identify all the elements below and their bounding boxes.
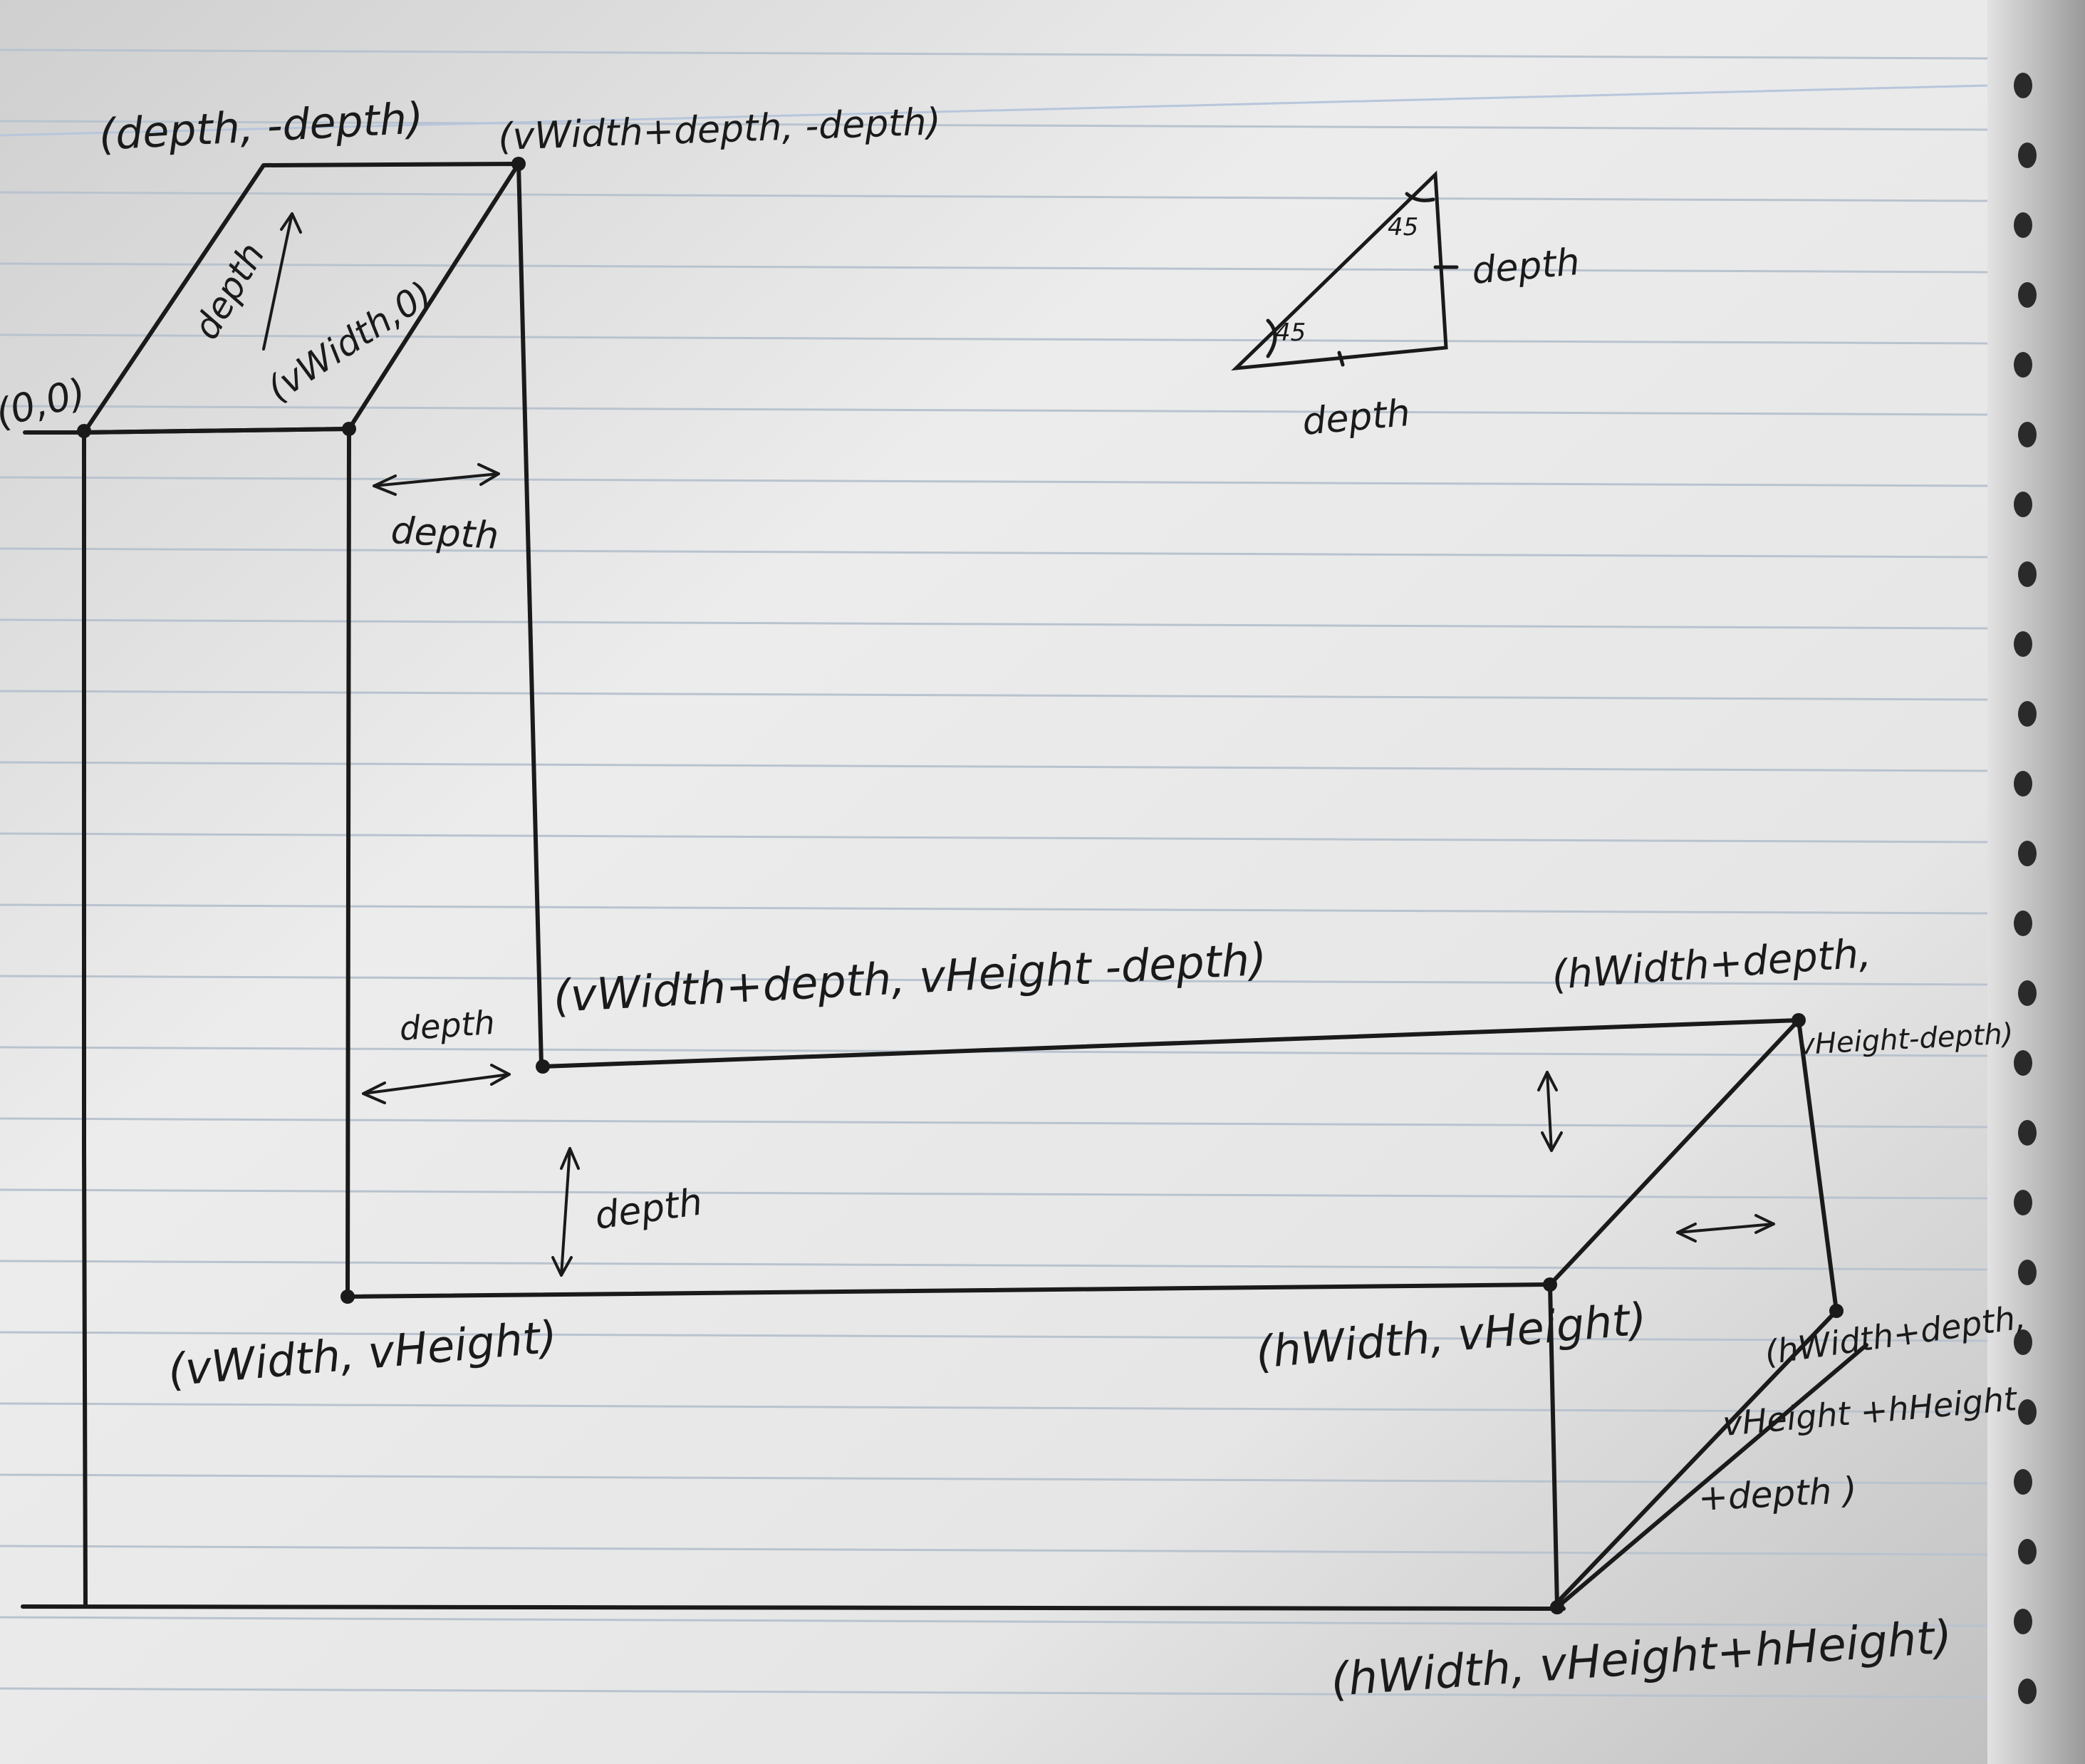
arrow-hz-vertical [1537, 1071, 1563, 1152]
vertical-inner-edge [345, 427, 351, 1299]
arrow-depth-top [373, 463, 500, 496]
arrow-depth-diagonal [262, 212, 302, 351]
label-depth-mid: depth [398, 1003, 496, 1048]
ruled-line [0, 476, 1988, 487]
ruled-line [0, 903, 1988, 915]
vertical-front-top [82, 427, 351, 435]
ruled-line [0, 333, 1988, 345]
spiral-hole [2014, 910, 2032, 936]
ruled-line [0, 1545, 1988, 1556]
ruled-line [0, 120, 1988, 131]
spiral-hole [2014, 631, 2032, 657]
label-triangle-angle-left: 45 [1275, 318, 1306, 347]
label-depth-top-arrow: depth [390, 509, 499, 558]
label-triangle-side-right: depth [1470, 241, 1581, 293]
ruled-line [0, 547, 1988, 559]
label-triangle-side-bottom: depth [1301, 392, 1412, 444]
spiral-hole [2018, 980, 2037, 1006]
horizontal-bottom-diag [1555, 1343, 1868, 1609]
spiral-hole [2014, 1050, 2032, 1076]
spiral-hole [2014, 771, 2032, 797]
dimension-arrows [262, 212, 1775, 1277]
angle-triangle [1231, 170, 1459, 371]
horizontal-right-back [1797, 1018, 1839, 1313]
ruled-line [0, 975, 1988, 986]
spiral-hole [2018, 142, 2037, 168]
l-shape-drawing [21, 162, 1868, 1611]
spiral-hole [2014, 1190, 2032, 1215]
ruled-line [0, 405, 1988, 416]
spiral-hole [2018, 422, 2037, 447]
ruled-line [0, 1117, 1988, 1129]
spiral-hole [2018, 841, 2037, 866]
horizontal-inner-edge [345, 1282, 1552, 1299]
ruled-line [0, 832, 1988, 844]
ruled-line [0, 1188, 1988, 1200]
spiral-hole [2014, 1469, 2032, 1495]
spiral-hole [2018, 1399, 2037, 1425]
spiral-hole [2014, 492, 2032, 517]
spiral-hole [2018, 1539, 2037, 1565]
spiral-hole [2014, 1329, 2032, 1355]
ruled-line [0, 1687, 1988, 1698]
arrow-hz-depth [1676, 1214, 1775, 1242]
outer-bottom-edge [21, 1604, 1566, 1611]
ruled-line [0, 690, 1988, 701]
arrow-depth-mid [362, 1064, 511, 1104]
spiral-hole [2018, 1260, 2037, 1285]
horizontal-bottom-diag-2 [1558, 1309, 1839, 1602]
spiral-hole [2014, 1609, 2032, 1634]
ruled-line [0, 1616, 1988, 1627]
spiral-hole [2014, 212, 2032, 238]
label-triangle-angle-top: 45 [1388, 213, 1418, 242]
vertical-back-edge [516, 162, 544, 1067]
margin-line [0, 84, 1988, 137]
spiral-hole [2018, 1679, 2037, 1704]
spiral-hole [2014, 352, 2032, 378]
outer-left-edge [23, 430, 88, 1609]
horizontal-front-vertical [1548, 1282, 1559, 1609]
spiral-hole [2018, 701, 2037, 727]
ruled-line [0, 618, 1988, 630]
spiral-binding [1987, 0, 2085, 1764]
vertex-dots [77, 157, 1844, 1614]
ruled-line [0, 761, 1988, 772]
horizontal-slant-top [1548, 1018, 1801, 1287]
ruled-line [0, 48, 1988, 60]
ruled-line [0, 1402, 1988, 1413]
spiral-hole [2014, 73, 2032, 98]
ruled-line [0, 1260, 1988, 1271]
ruled-line [0, 1473, 1988, 1485]
ruled-line [0, 1331, 1988, 1342]
spiral-hole [2018, 561, 2037, 587]
ruled-line [0, 262, 1988, 274]
ruled-line [0, 191, 1988, 202]
horizontal-back-top [541, 1018, 1801, 1069]
spiral-hole [2018, 1120, 2037, 1146]
label-hwidth-depth-bottom-3: +depth ) [1697, 1469, 1858, 1519]
arrow-depth-vertical [551, 1147, 580, 1277]
spiral-hole [2018, 282, 2037, 308]
